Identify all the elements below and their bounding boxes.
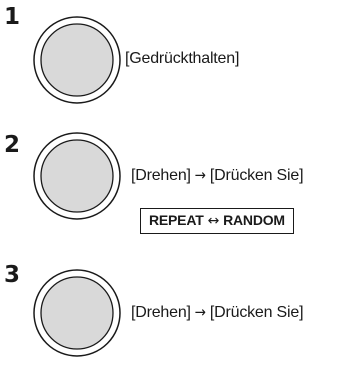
turn-action-text: [Drehen] [131, 304, 191, 321]
turn-action-text: [Drehen] [131, 167, 191, 184]
press-action-text: [Drücken Sie] [209, 167, 304, 184]
mode-repeat-label: REPEAT [149, 212, 204, 228]
step-3-action-label: [Drehen]→[Drücken Sie] [131, 303, 304, 321]
step-2-number: 2 [4, 132, 21, 158]
step-3-number: 3 [4, 262, 21, 288]
right-arrow-icon: → [194, 303, 206, 321]
step-1-number: 1 [4, 4, 21, 30]
double-arrow-icon: ↔ [207, 213, 220, 229]
right-arrow-icon: → [194, 166, 206, 184]
mode-toggle-box: REPEAT↔RANDOM [140, 208, 294, 234]
mode-random-label: RANDOM [223, 212, 285, 228]
control-dial-icon[interactable] [32, 268, 122, 358]
control-dial-icon[interactable] [32, 15, 122, 105]
step-1-action-label: [Gedrückthalten] [125, 50, 240, 67]
press-action-text: [Drücken Sie] [209, 304, 304, 321]
control-dial-icon[interactable] [32, 131, 122, 221]
step-2-action-label: [Drehen]→[Drücken Sie] [131, 166, 304, 184]
